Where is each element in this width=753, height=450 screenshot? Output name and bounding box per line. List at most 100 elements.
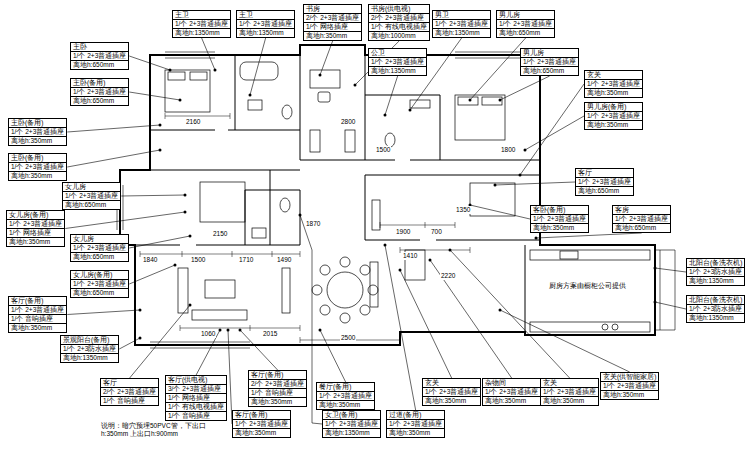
- callout-text: 1/个 2+3普通插座: [585, 112, 642, 121]
- callout-text: 2/个 2+3普通插座: [304, 14, 361, 23]
- leader-line: [130, 305, 190, 378]
- callout-text: 餐厅(备用): [317, 383, 374, 392]
- socket-mark: [519, 174, 522, 177]
- callout-text: 1/个 2+3普通插座: [233, 420, 290, 429]
- leader-line: [430, 260, 512, 378]
- dimension-label: 1060: [200, 330, 216, 338]
- socket-mark: [499, 309, 502, 312]
- callout-text: 1/个 2+3普通插座: [497, 20, 554, 29]
- callout-box: 客厅(供电视)3/个 2+3普通插座1/个 网络插座1/个 有线电视插座1/个 …: [165, 375, 227, 421]
- dimension-label: 1350: [455, 206, 471, 214]
- callout-text: 1/个 音响插座: [249, 389, 306, 398]
- callout-text: 1/个 有线电视插座: [369, 23, 429, 32]
- note-text: 说明：暗穴预埋50PVC管，下出口h:350mm 上出口h:900mm: [100, 422, 220, 438]
- socket-mark: [384, 244, 387, 247]
- callout-text: 公卫: [369, 49, 426, 58]
- callout-text: 离地h:350mm: [585, 121, 642, 129]
- socket-mark: [139, 309, 142, 312]
- callout-box: 主卧1/个 2+3普通插座离地h:650mm: [70, 42, 129, 70]
- callout-text: 离地h:350mm: [423, 397, 480, 405]
- inner-walls: [120, 55, 540, 335]
- socket-mark: [214, 69, 217, 72]
- callout-text: 1/个 2+3普通插座: [63, 192, 120, 201]
- leader-line: [250, 38, 266, 95]
- callout-text: 离地h:650mm: [497, 29, 554, 37]
- callout-box: 客厅(备用)1/个 2+3普通插座1/个 音响插座离地h:350mm: [8, 296, 67, 333]
- leader-line: [67, 150, 160, 167]
- dimension-label: 1410: [402, 252, 418, 260]
- leader-line: [655, 302, 686, 309]
- callout-text: 离地h:350mm: [249, 398, 306, 406]
- socket-mark: [227, 329, 230, 332]
- callout-text: 客厅(备用): [249, 371, 306, 380]
- callout-box: 公卫1/个 2+3普通插座离地h:1350mm: [368, 48, 427, 76]
- leader-line: [121, 195, 185, 196]
- callout-text: 男卫: [433, 11, 490, 20]
- callout-text: 1/个 2+3普通插座: [576, 178, 633, 187]
- callout-text: 女儿房: [71, 235, 128, 244]
- leader-line: [129, 56, 170, 70]
- callout-box: 男儿房1/个 2+3普通插座离地h:650mm: [496, 10, 555, 38]
- socket-mark: [449, 249, 452, 252]
- socket-mark: [219, 329, 222, 332]
- callout-text: 1/个 2+3防水插座: [61, 345, 118, 354]
- callout-text: 1/个 网络插座: [7, 229, 64, 238]
- callout-text: 客厅: [101, 379, 158, 388]
- leader-line: [67, 125, 160, 132]
- callout-text: 离地h:1350mm: [687, 314, 744, 322]
- callout-box: 女儿房1/个 2+3普通插座离地h:650mm: [62, 182, 121, 210]
- callout-box: 玄关1/个 2+3普通插座离地h:350mm: [422, 378, 481, 406]
- callout-text: 2/个 2+3普通插座: [101, 388, 158, 397]
- callout-text: 1/个 2+3普通插座: [71, 280, 128, 289]
- callout-text: 离地h:650mm: [521, 67, 578, 75]
- callout-text: 男儿房: [497, 11, 554, 20]
- window-marks: [117, 52, 675, 348]
- dimension-label: 1840: [142, 256, 158, 264]
- leader-line: [470, 38, 526, 100]
- leader-line: [500, 310, 630, 372]
- leader-line: [470, 205, 530, 219]
- callout-box: 主卫1/个 2+3普通插座离地h:1350mm: [236, 10, 295, 38]
- callout-text: 离地h:350mm: [531, 224, 588, 232]
- leader-line: [67, 310, 140, 315]
- callout-text: 1/个 2+3防水插座: [687, 268, 744, 277]
- callout-text: 离地h:1000mm: [369, 32, 429, 40]
- callout-text: 离地h:350mm: [387, 429, 444, 437]
- leader-line: [525, 116, 584, 150]
- socket-mark: [535, 237, 538, 240]
- callout-text: 1/个 网络插座: [166, 394, 226, 403]
- socket-mark: [159, 149, 162, 152]
- leader-line: [385, 76, 398, 115]
- dimension-label: 1500: [375, 146, 391, 154]
- callout-text: 1/个 音响插座: [101, 397, 158, 405]
- callout-text: 主卧(备用): [9, 119, 66, 128]
- callout-text: 主卧(备用): [9, 154, 66, 163]
- callout-box: 客房1/个 2+3普通插座离地h:650mm: [612, 205, 671, 233]
- callout-text: 1/个 2+3普通插座: [369, 58, 426, 67]
- leader-line: [129, 265, 175, 284]
- callout-box: 客厅1/个 2+3普通插座离地h:650mm: [575, 168, 634, 196]
- note-text: 厨房方案由橱柜公司提供: [548, 282, 627, 290]
- callout-text: 1/个 2+3普通插座: [71, 52, 128, 61]
- callout-box: 女卫(备用)1/个 2+3普通插座离地h:1350mm: [322, 410, 381, 438]
- callout-box: 男儿房1/个 2+3普通插座离地h:650mm: [520, 48, 579, 76]
- callout-text: 离地h:650mm: [71, 253, 128, 261]
- socket-mark: [654, 301, 657, 304]
- callout-text: 离地h:350mm: [233, 429, 290, 437]
- callout-box: 北阳台(备洗衣机)1/个 2+3防水插座离地h:1350mm: [686, 258, 745, 286]
- callout-box: 男卫1/个 2+3普通插座离地h:1350mm: [432, 10, 491, 38]
- callout-text: 1/个 2+3普通插座: [323, 420, 380, 429]
- dimension-label: 1870: [305, 220, 321, 228]
- callout-text: 1/个 2+3普通插座: [541, 388, 598, 397]
- callout-text: 1/个 2+3普通插座: [237, 20, 294, 29]
- socket-mark: [429, 259, 432, 262]
- callout-box: 过道(备用)1/个 2+3普通插座离地h:350mm: [386, 410, 445, 438]
- callout-text: 1/个 2+3普通插座: [433, 20, 490, 29]
- callout-box: 杂物间1/个 2+3普通插座离地h:350mm: [482, 378, 541, 406]
- callout-text: 玄关: [585, 71, 642, 80]
- callout-text: 客房: [613, 206, 670, 215]
- leader-line: [119, 338, 140, 349]
- socket-mark: [354, 84, 357, 87]
- leader-line: [655, 268, 686, 272]
- leader-line: [500, 76, 550, 100]
